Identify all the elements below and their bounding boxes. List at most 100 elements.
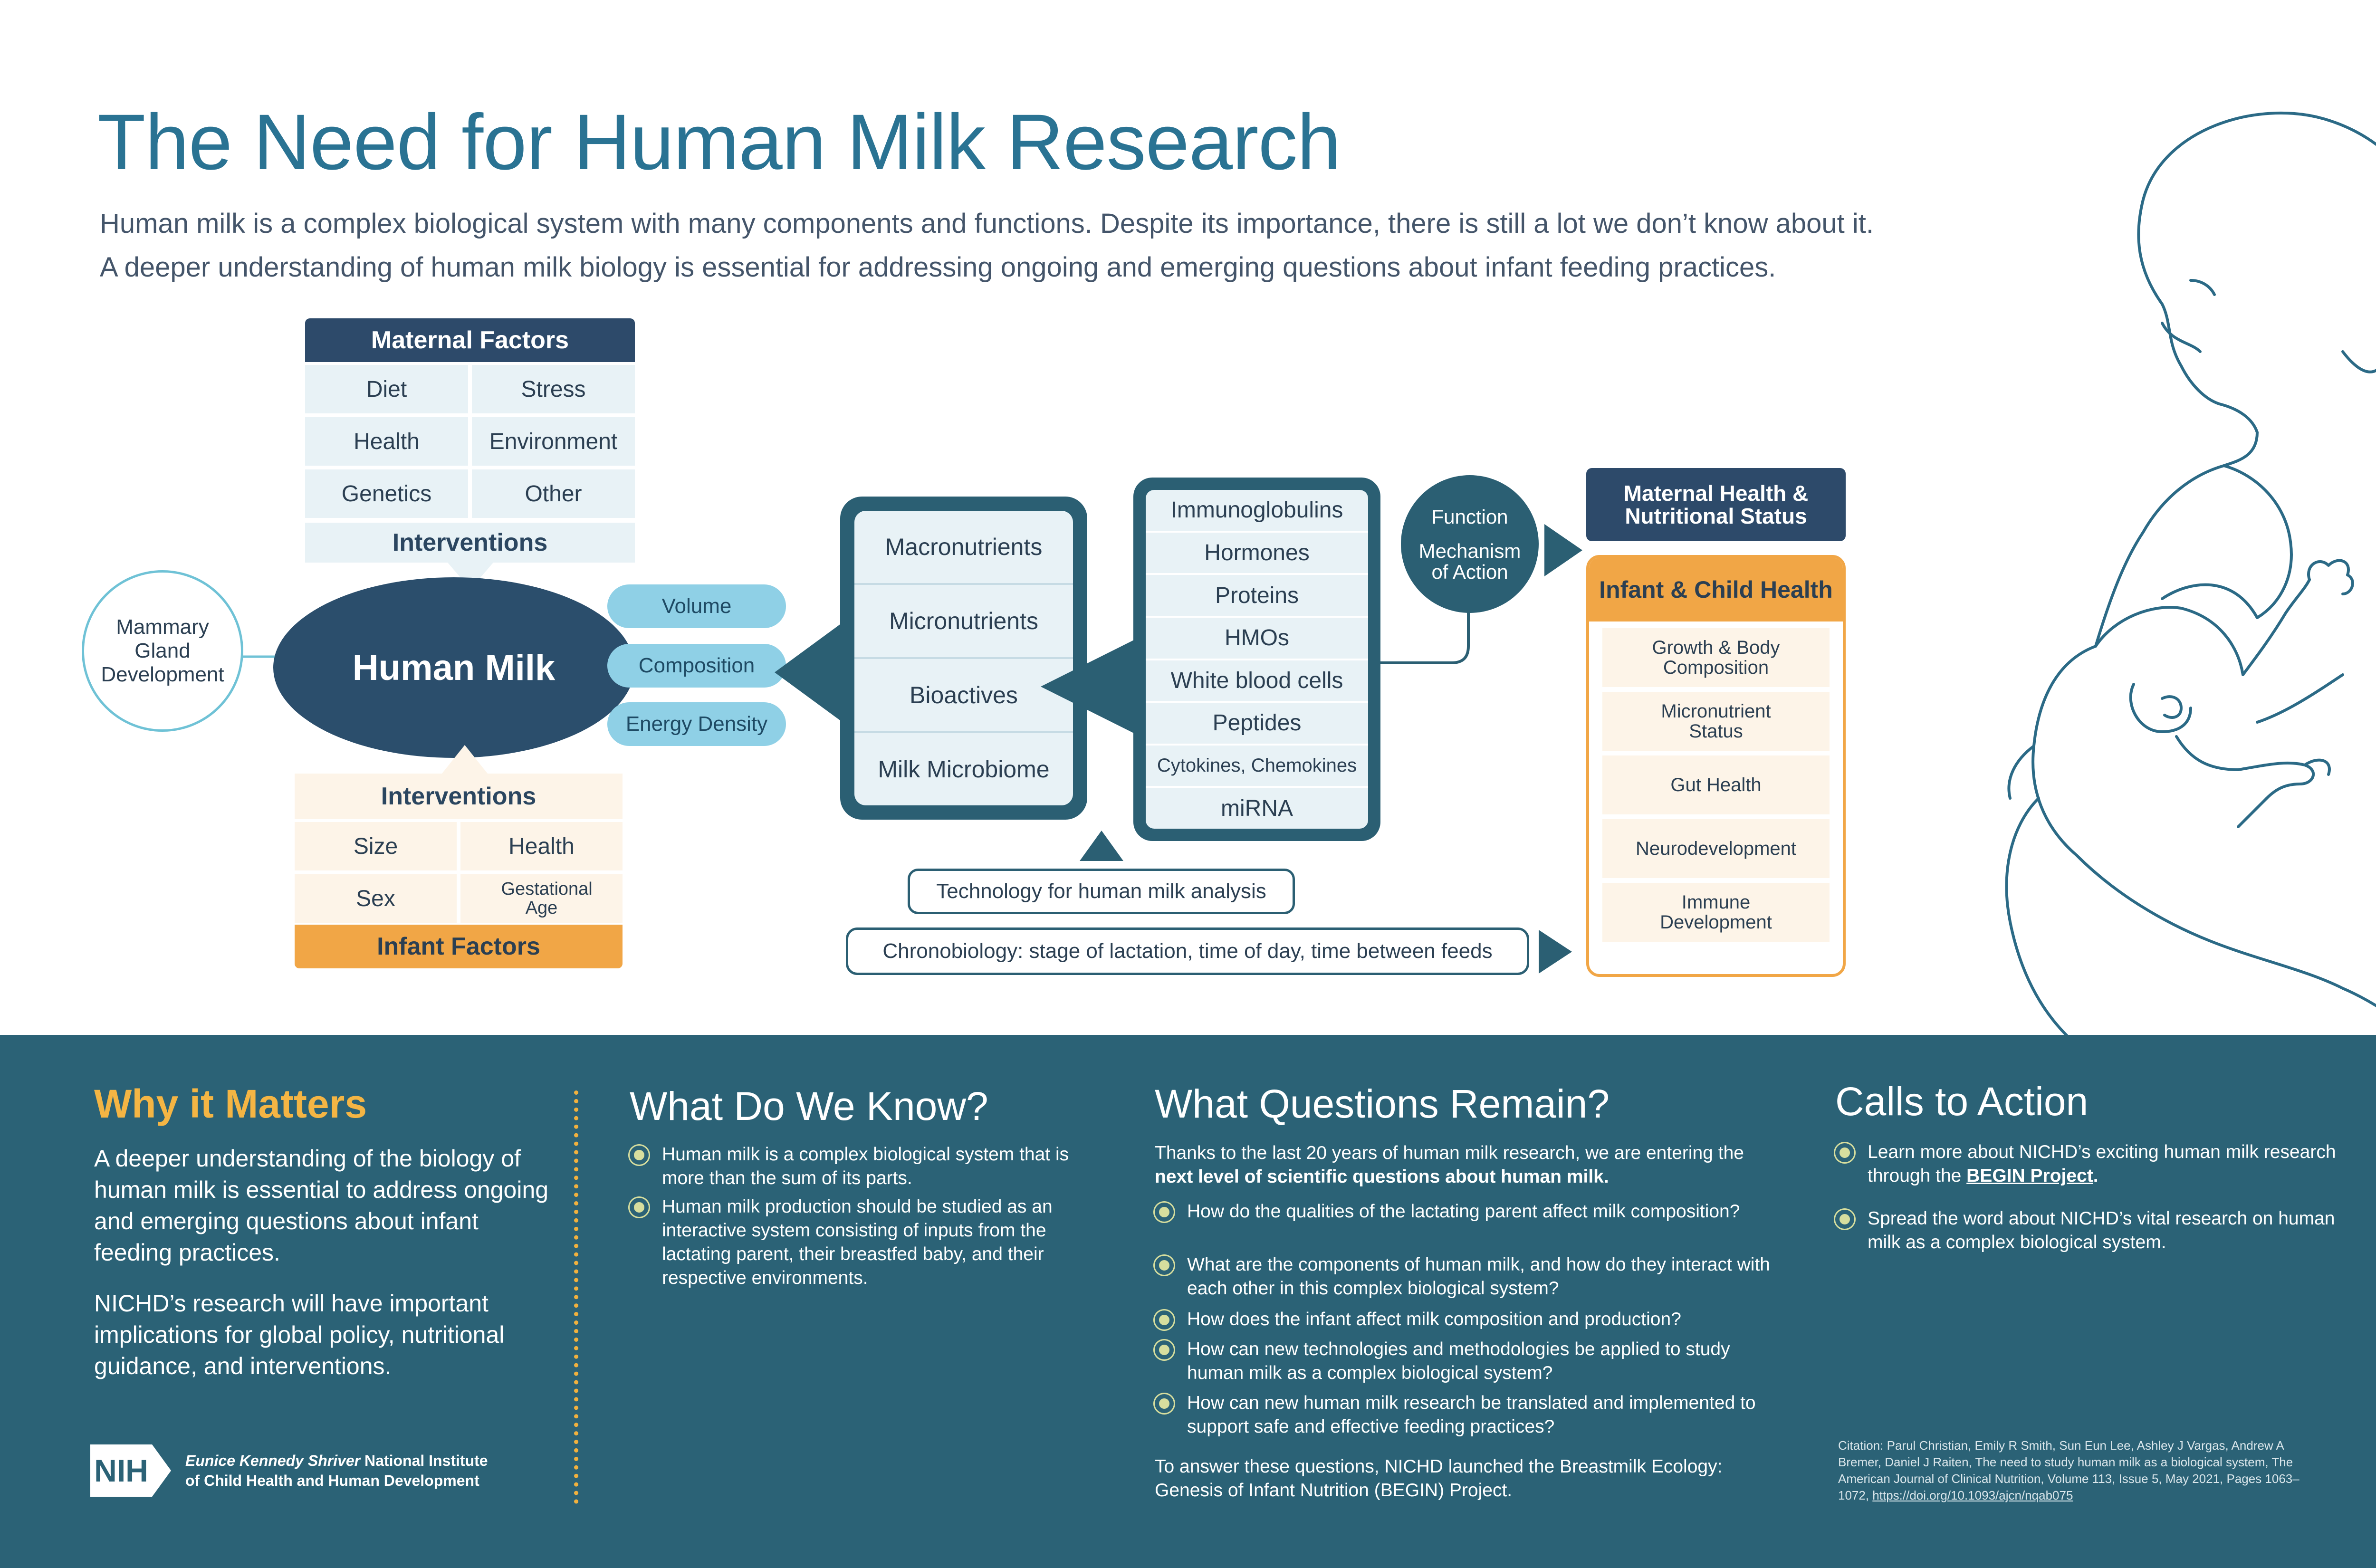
- know-bullet-1: Human milk is a complex biological syste…: [630, 1143, 1105, 1190]
- questions-intro-bold: next level of scientific questions about…: [1155, 1166, 1609, 1187]
- what-do-we-know-title: What Do We Know?: [630, 1084, 988, 1128]
- mammary-line-1: Mammary: [116, 615, 209, 639]
- cta-bullet-1: Learn more about NICHD’s exciting human …: [1835, 1140, 2358, 1188]
- bioactive-mirna: miRNA: [1221, 795, 1293, 821]
- bioactives-list: Immunoglobulins Hormones Proteins HMOs W…: [1146, 490, 1368, 829]
- question-bullet-4: How can new technologies and methodologi…: [1155, 1338, 1782, 1385]
- question-bullet-2: What are the components of human milk, a…: [1155, 1253, 1782, 1300]
- nih-badge-arrow: [152, 1444, 171, 1497]
- citation-text: Citation: Parul Christian, Emily R Smith…: [1838, 1438, 2299, 1502]
- why-paragraph-1: A deeper understanding of the biology of…: [94, 1145, 549, 1266]
- infant-pointer-arrow: [442, 745, 488, 774]
- citation-doi-link[interactable]: https://doi.org/10.1093/ajcn/nqab075: [1872, 1488, 2073, 1502]
- know-bullet-1-text: Human milk is a complex biological syste…: [662, 1144, 1069, 1188]
- mammary-line-2: Gland: [134, 639, 191, 662]
- page-subtitle: Human milk is a complex biological syste…: [100, 202, 2143, 289]
- maternal-factor-genetics: Genetics: [305, 469, 468, 518]
- bullet-icon: [1155, 1256, 1174, 1275]
- question-bullet-5-text: How can new human milk research be trans…: [1187, 1393, 1756, 1437]
- mother-baby-line-drawing: [2005, 111, 2376, 1036]
- outcome-immune-label: Immune Development: [1660, 892, 1772, 933]
- infant-interventions: Interventions: [295, 774, 623, 819]
- maternal-interventions: Interventions: [305, 523, 635, 563]
- infant-outcomes-list: Growth & Body Composition Micronutrient …: [1589, 621, 1843, 952]
- bioactive-white-blood-cells: White blood cells: [1146, 660, 1368, 703]
- gestational-age-label: Gestational Age: [501, 879, 593, 918]
- infant-factor-size: Size: [295, 822, 457, 870]
- nichd-name-line2: of Child Health and Human Development: [185, 1472, 479, 1489]
- infant-factor-health: Health: [460, 822, 623, 870]
- bioactive-hmos: HMOs: [1146, 618, 1368, 660]
- cta-bullet-1-text: Learn more about NICHD’s exciting human …: [1868, 1142, 2336, 1186]
- infant-factors-heading: Infant Factors: [295, 925, 623, 968]
- cta-bullet-1-end: .: [2093, 1166, 2098, 1186]
- mechanism-label: Mechanism: [1418, 540, 1521, 562]
- property-energy-density: Energy Density: [607, 702, 786, 746]
- questions-intro: Thanks to the last 20 years of human mil…: [1155, 1141, 1782, 1189]
- know-bullet-2-text: Human milk production should be studied …: [662, 1196, 1053, 1288]
- property-composition: Composition: [607, 644, 786, 688]
- maternal-factor-diet: Diet: [305, 365, 468, 413]
- technology-pointer-arrow: [1080, 831, 1123, 861]
- bioactives-pointer-arrow: [1041, 637, 1140, 736]
- question-bullet-1-text: How do the qualities of the lactating pa…: [1187, 1201, 1740, 1222]
- outcome-growth-label: Growth & Body Composition: [1652, 637, 1780, 678]
- question-bullet-1: How do the qualities of the lactating pa…: [1155, 1200, 1782, 1224]
- mammary-line-3: Development: [101, 663, 224, 686]
- cta-bullet-2-text: Spread the word about NICHD’s vital rese…: [1868, 1208, 2335, 1252]
- bioactive-immunoglobulins: Immunoglobulins: [1146, 490, 1368, 533]
- questions-outro: To answer these questions, NICHD launche…: [1155, 1456, 1723, 1501]
- component-macronutrients: Macronutrients: [854, 511, 1073, 585]
- component-micronutrients: Micronutrients: [854, 585, 1073, 659]
- outcome-micronutrient: Micronutrient Status: [1602, 692, 1830, 751]
- question-bullet-3: How does the infant affect milk composit…: [1155, 1308, 1782, 1331]
- outcome-immune: Immune Development: [1602, 883, 1830, 942]
- outcome-micronutrient-label: Micronutrient Status: [1661, 701, 1771, 742]
- bullet-icon: [1155, 1394, 1174, 1413]
- maternal-health-outcome: Maternal Health & Nutritional Status: [1586, 468, 1846, 541]
- question-bullet-5: How can new human milk research be trans…: [1155, 1391, 1782, 1439]
- maternal-factor-environment: Environment: [472, 417, 635, 466]
- components-pointer-arrow: [775, 620, 846, 725]
- cta-bullet-2: Spread the word about NICHD’s vital rese…: [1835, 1207, 2358, 1254]
- human-milk-ellipse: Human Milk: [273, 577, 634, 758]
- nichd-logo: NIH Eunice Kennedy Shriver National Inst…: [90, 1444, 488, 1497]
- outcome-growth: Growth & Body Composition: [1602, 628, 1830, 687]
- maternal-factor-other: Other: [472, 469, 635, 518]
- nichd-name: Eunice Kennedy Shriver National Institut…: [185, 1451, 488, 1491]
- outcome-neurodevelopment: Neurodevelopment: [1602, 819, 1830, 878]
- begin-project-link[interactable]: BEGIN Project: [1966, 1166, 2093, 1186]
- question-bullet-3-text: How does the infant affect milk composit…: [1187, 1309, 1681, 1329]
- maternal-factors-grid: Diet Stress Health Environment Genetics …: [305, 365, 635, 518]
- bullet-icon: [630, 1146, 649, 1165]
- component-milk-microbiome: Milk Microbiome: [878, 756, 1050, 783]
- maternal-health-label: Maternal Health & Nutritional Status: [1623, 481, 1809, 528]
- bioactive-hormones: Hormones: [1146, 533, 1368, 575]
- question-bullet-2-text: What are the components of human milk, a…: [1187, 1254, 1770, 1299]
- nih-badge: NIH: [90, 1444, 171, 1497]
- infant-factor-gestational-age: Gestational Age: [460, 874, 623, 923]
- mammary-gland-development: Mammary Gland Development: [82, 570, 243, 732]
- technology-box: Technology for human milk analysis: [908, 869, 1295, 914]
- infant-factor-sex: Sex: [295, 874, 457, 923]
- why-it-matters-title: Why it Matters: [94, 1081, 367, 1126]
- bullet-icon: [1155, 1340, 1174, 1359]
- of-action-label: of Action: [1431, 561, 1508, 583]
- dotted-divider: [574, 1090, 578, 1504]
- infant-child-health-box: Infant & Child Health Growth & Body Comp…: [1586, 555, 1846, 977]
- infant-child-health-heading: Infant & Child Health: [1589, 558, 1843, 621]
- components-list: Macronutrients Micronutrients Bioactives…: [854, 511, 1073, 805]
- calls-to-action-title: Calls to Action: [1835, 1079, 2089, 1124]
- component-bioactives: Bioactives: [854, 659, 1073, 733]
- bullet-icon: [1835, 1210, 1854, 1229]
- bullet-icon: [1155, 1203, 1174, 1222]
- outcomes-pointer-arrow: [1544, 524, 1582, 576]
- bioactive-proteins: Proteins: [1146, 575, 1368, 618]
- infant-factors-grid: Size Health Sex Gestational Age: [295, 822, 623, 923]
- maternal-factors-heading: Maternal Factors: [305, 318, 635, 362]
- nih-badge-text: NIH: [90, 1444, 152, 1497]
- chronobiology-box: Chronobiology: stage of lactation, time …: [846, 927, 1529, 975]
- questions-intro-text: Thanks to the last 20 years of human mil…: [1155, 1143, 1744, 1163]
- question-bullet-4-text: How can new technologies and methodologi…: [1187, 1339, 1730, 1383]
- maternal-factor-health: Health: [305, 417, 468, 466]
